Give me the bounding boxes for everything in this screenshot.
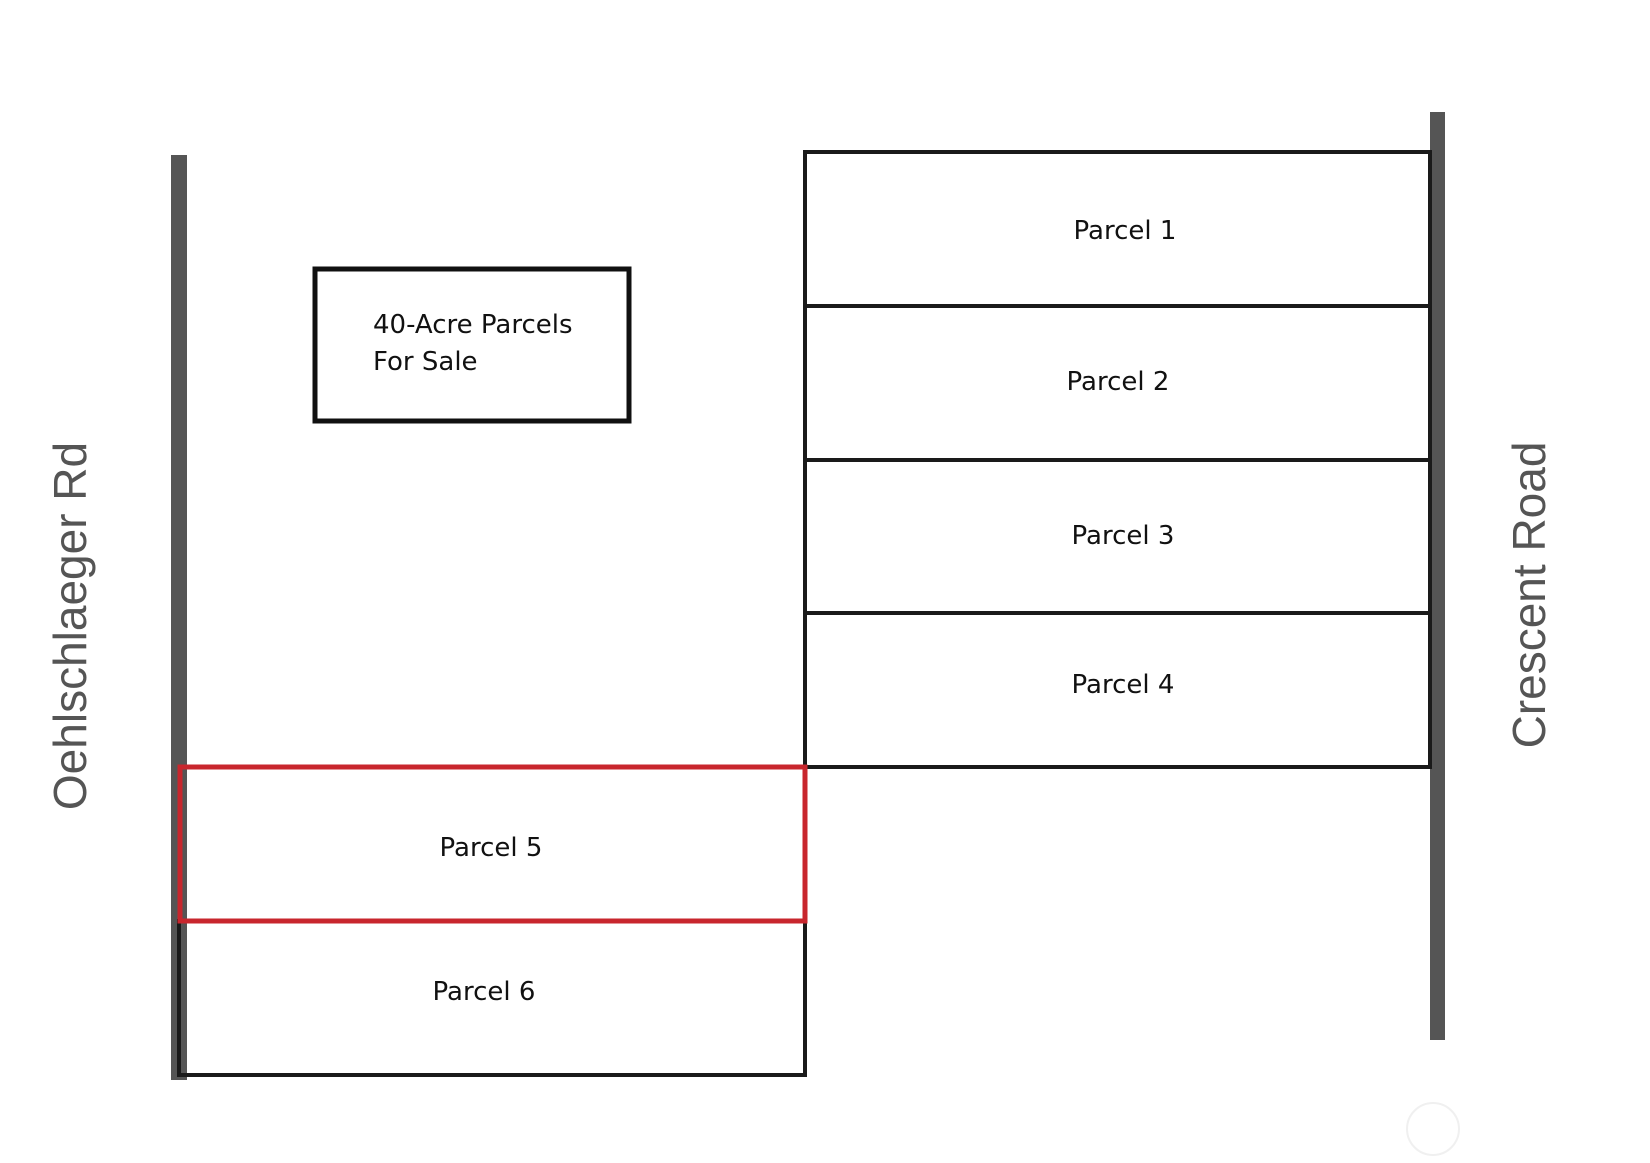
parcel-6-label: Parcel 6 <box>433 977 536 1007</box>
parcel-5: Parcel 5 <box>177 764 808 924</box>
parcel-4-label: Parcel 4 <box>1072 670 1175 700</box>
parcel-3: Parcel 3 <box>803 458 1432 615</box>
road-oehlschlaeger <box>171 155 187 1080</box>
parcel-1: Parcel 1 <box>803 150 1432 308</box>
parcel-6: Parcel 6 <box>177 919 807 1077</box>
road-crescent <box>1430 112 1445 1040</box>
parcel-2-label: Parcel 2 <box>1067 367 1170 397</box>
road-label-west: Oehlschlaeger Rd <box>44 442 96 810</box>
parcel-4: Parcel 4 <box>803 611 1432 769</box>
parcel-3-label: Parcel 3 <box>1072 521 1175 551</box>
parcel-1-label: Parcel 1 <box>1074 216 1177 246</box>
for-sale-callout: 40-Acre Parcels For Sale <box>312 266 632 424</box>
faint-circle-decoration <box>1406 1102 1460 1156</box>
road-label-east: Crescent Road <box>1503 442 1555 749</box>
callout-box <box>312 266 632 424</box>
callout-line-1: 40-Acre Parcels <box>373 310 573 340</box>
callout-line-2: For Sale <box>373 347 478 377</box>
parcel-2: Parcel 2 <box>803 304 1432 462</box>
parcel-5-label: Parcel 5 <box>440 833 543 863</box>
